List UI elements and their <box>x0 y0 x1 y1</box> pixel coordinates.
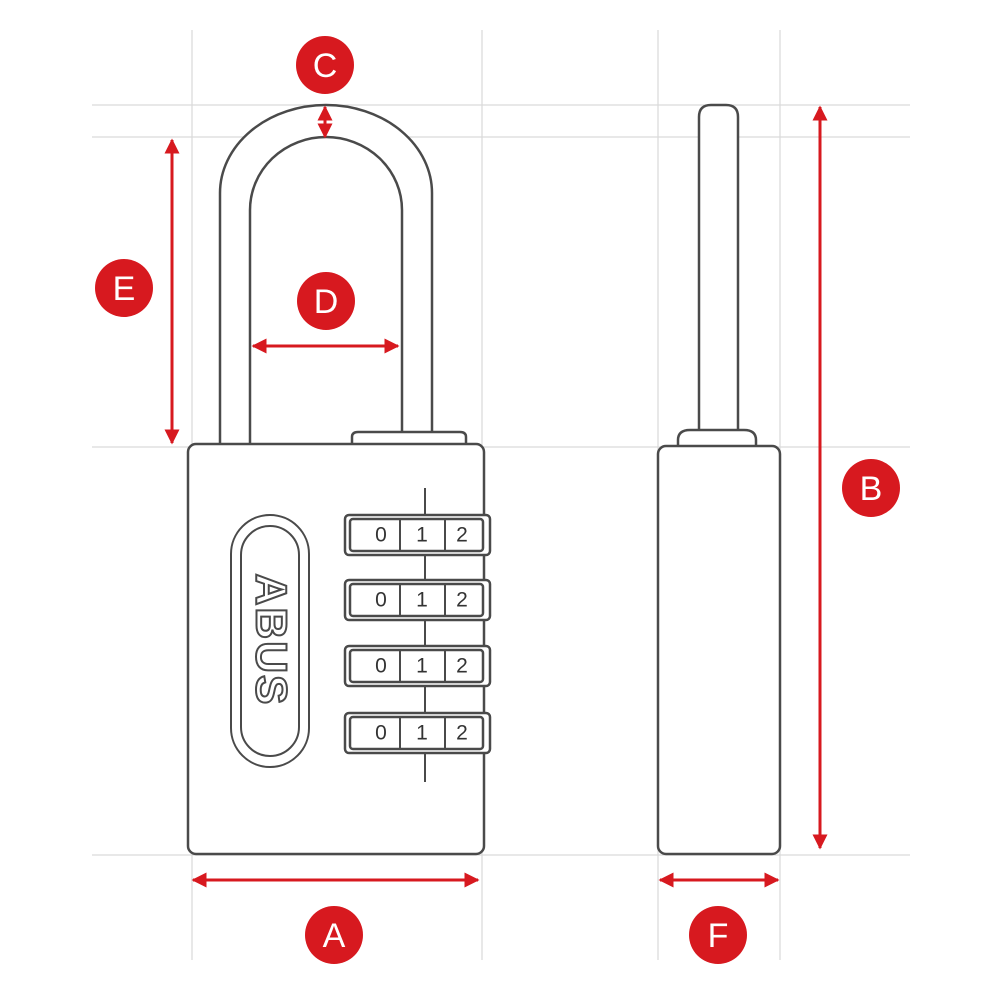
combination-wheels: 0 1 2 0 1 2 0 1 2 <box>343 513 492 755</box>
dimension-badge-d: D <box>297 272 355 330</box>
dimension-badge-e: E <box>95 259 153 317</box>
side-collar <box>676 428 758 449</box>
padlock-front-view: ABUS 0 1 2 0 1 2 <box>186 103 492 856</box>
wheel-digit: 1 <box>416 655 428 678</box>
combination-wheel[interactable]: 0 1 2 <box>343 711 492 755</box>
padlock-side-view <box>656 103 782 856</box>
wheel-digit: 2 <box>456 589 468 612</box>
svg-text:E: E <box>113 270 136 308</box>
side-shackle <box>697 103 740 442</box>
dimension-badge-a: A <box>305 906 363 964</box>
dimension-badge-f: F <box>689 906 747 964</box>
dimension-badges: C E D B A F <box>95 36 900 964</box>
wheel-digit: 1 <box>416 589 428 612</box>
wheel-digit: 0 <box>375 589 387 612</box>
wheel-digit: 2 <box>456 722 468 745</box>
combination-wheel[interactable]: 0 1 2 <box>343 578 492 622</box>
wheel-digit: 1 <box>416 524 428 547</box>
wheel-digit: 1 <box>416 722 428 745</box>
dimension-badge-c: C <box>296 36 354 94</box>
svg-text:F: F <box>708 917 729 955</box>
combination-wheel[interactable]: 0 1 2 <box>343 644 492 688</box>
svg-text:C: C <box>313 47 338 85</box>
wheel-digit: 2 <box>456 655 468 678</box>
svg-text:B: B <box>860 470 883 508</box>
dimension-lines <box>164 105 828 888</box>
wheel-digit: 0 <box>375 524 387 547</box>
wheel-digit: 0 <box>375 722 387 745</box>
shackle <box>218 103 434 449</box>
svg-text:D: D <box>314 283 339 321</box>
wheel-digit: 0 <box>375 655 387 678</box>
wheel-digit: 2 <box>456 524 468 547</box>
brand-logo: ABUS <box>247 574 296 707</box>
dimension-badge-b: B <box>842 459 900 517</box>
svg-text:A: A <box>323 917 346 955</box>
side-body <box>656 444 782 856</box>
combination-wheel[interactable]: 0 1 2 <box>343 513 492 557</box>
brand-plate: ABUS <box>230 514 310 768</box>
